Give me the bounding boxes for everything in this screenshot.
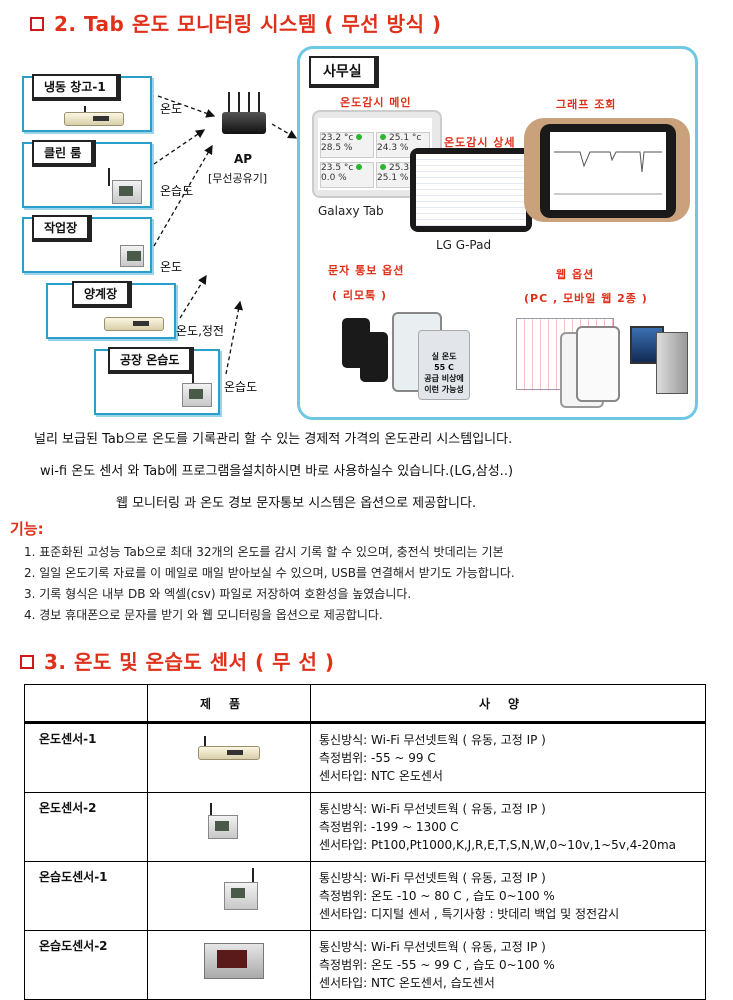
product-image — [204, 943, 264, 979]
sensor-tile-cleanroom: 클린 룸 — [22, 140, 152, 208]
sensor-tile-workshop: 작업장 — [22, 215, 152, 273]
arrow-line — [157, 95, 216, 118]
section-3-title: 3. 온도 및 온습도 센서 ( 무 선 ) — [20, 646, 335, 675]
antenna-icon — [192, 373, 194, 389]
monitor-main-label: 온도감시 메인 — [340, 96, 412, 109]
remote-label: ( 리모톡 ) — [332, 289, 388, 302]
antenna-icon — [252, 868, 254, 886]
lg-gpad-image — [410, 148, 532, 232]
spec-cell: 통신방식: Wi-Fi 무선넷트웍 ( 유동, 고정 IP )측정범위: 온도 … — [310, 930, 706, 1000]
sensor-label: 양계장 — [72, 281, 133, 308]
product-image — [224, 882, 258, 910]
table-row: 온습도센서-2 통신방식: Wi-Fi 무선넷트웍 ( 유동, 고정 IP )측… — [24, 930, 706, 1000]
sensor-device-image — [112, 180, 142, 204]
ap-sub-label: [무선공유기] — [208, 172, 268, 185]
spec-cell: 통신방식: Wi-Fi 무선넷트웍 ( 유동, 고정 IP )측정범위: -55… — [310, 721, 706, 793]
description-line: 널리 보급된 Tab으로 온도를 기록관리 할 수 있는 경제적 가격의 온도관… — [34, 432, 513, 447]
arrow-line — [225, 300, 243, 375]
table-header: 사양 — [310, 684, 706, 723]
sensor-device-image — [120, 245, 144, 267]
web-option-label: 웹 옵션 — [556, 268, 595, 281]
product-name: 온도센서-2 — [24, 792, 148, 862]
arrow-line — [271, 123, 298, 139]
sensor-tile-poultry: 양계장 — [46, 281, 176, 339]
connection-arrows — [153, 95, 298, 375]
sensor-spec-table: 제품 사양 온도센서-1 통신방식: Wi-Fi 무선넷트웍 ( 유동, 고정 … — [24, 684, 706, 1000]
description-line: 웹 모니터링 과 온도 경보 문자통보 시스템은 옵션으로 제공합니다. — [116, 496, 477, 511]
table-header: 제품 — [147, 684, 311, 723]
edge-label: 온도,정전 — [176, 324, 224, 338]
sensor-tile-freezer: 냉동 창고-1 — [22, 74, 152, 132]
pc-tower-icon — [656, 332, 688, 394]
graph-line-icon — [554, 151, 662, 195]
product-image — [208, 815, 238, 839]
sensor-tile-factory: 공장 온습도 — [94, 347, 220, 415]
description-line: wi-fi 온도 센서 와 Tab에 프로그램을설치하시면 바로 사용하실수 있… — [40, 464, 514, 479]
edge-label: 온습도 — [224, 380, 258, 394]
mobile-web-image — [576, 326, 620, 402]
table-row: 온도센서-2 통신방식: Wi-Fi 무선넷트웍 ( 유동, 고정 IP )측정… — [24, 792, 706, 862]
product-image-cell — [147, 721, 311, 793]
spec-cell: 통신방식: Wi-Fi 무선넷트웍 ( 유동, 고정 IP )측정범위: -19… — [310, 792, 706, 862]
arrow-line — [179, 274, 207, 319]
sensor-device-image — [64, 112, 124, 126]
sensor-label: 공장 온습도 — [108, 347, 195, 374]
product-image-cell — [147, 930, 311, 1000]
antenna-icon — [204, 736, 206, 748]
lg-gpad-label: LG G-Pad — [436, 238, 492, 252]
table-header — [24, 684, 148, 723]
feature-item: 4. 경보 휴대폰으로 문자를 받기 와 웹 모니터링을 옵션으로 제공합니다. — [24, 608, 383, 622]
checkbox-icon — [30, 16, 44, 31]
graph-label: 그래프 조회 — [556, 98, 617, 111]
product-name: 온습도센서-2 — [24, 930, 148, 1000]
checkbox-icon — [20, 654, 34, 669]
edge-label: 온도 — [160, 260, 183, 274]
table-row: 온습도센서-1 통신방식: Wi-Fi 무선넷트웍 ( 유동, 고정 IP )측… — [24, 861, 706, 931]
graph-tablet-image — [540, 124, 676, 218]
web-option-sub: (PC , 모바일 웹 2종 ) — [524, 292, 648, 305]
edge-label: 온도 — [160, 102, 183, 116]
spec-cell: 통신방식: Wi-Fi 무선넷트웍 ( 유동, 고정 IP )측정범위: 온도 … — [310, 861, 706, 931]
section-2-title: 2. Tab 온도 모니터링 시스템 ( 무선 방식 ) — [30, 8, 442, 37]
feature-item: 3. 기록 형식은 내부 DB 와 엑셀(csv) 파일로 저장하여 호환성을 … — [24, 587, 412, 601]
sensor-device-image — [182, 383, 212, 407]
product-image-cell — [147, 792, 311, 862]
arrow-line — [153, 129, 206, 165]
monitor-detail-label: 온도감시 상세 — [444, 136, 516, 149]
antenna-icon — [210, 803, 212, 819]
feature-item: 2. 일일 온도기록 자료를 이 메일로 매일 받아보실 수 있으며, USB를… — [24, 566, 515, 580]
table-header-row: 제품 사양 — [24, 684, 706, 723]
product-name: 온습도센서-1 — [24, 861, 148, 931]
edge-label: 온습도 — [160, 184, 194, 198]
sensor-device-image — [104, 317, 164, 331]
router-icon — [222, 92, 266, 138]
antenna-icon — [108, 168, 110, 186]
product-image-cell — [147, 861, 311, 931]
product-name: 온도센서-1 — [24, 721, 148, 793]
table-row: 온도센서-1 통신방식: Wi-Fi 무선넷트웍 ( 유동, 고정 IP )측정… — [24, 721, 706, 793]
office-label: 사무실 — [309, 56, 379, 88]
sensor-label: 냉동 창고-1 — [32, 74, 121, 101]
arrow-line — [153, 144, 213, 247]
product-image — [198, 746, 260, 760]
features-title: 기능: — [10, 520, 44, 538]
sensor-label: 작업장 — [32, 215, 93, 242]
ap-label: AP — [234, 152, 253, 166]
phone-image — [360, 332, 388, 382]
sensor-label: 클린 룸 — [32, 140, 97, 167]
sms-option-label: 문자 통보 옵션 — [328, 264, 405, 277]
phone-message-card: 실 온도 55 C 공급 비상에 이런 가능성 — [418, 330, 470, 400]
galaxy-tab-label: Galaxy Tab — [318, 204, 384, 218]
feature-item: 1. 표준화된 고성능 Tab으로 최대 32개의 온도를 감시 기록 할 수 … — [24, 545, 504, 559]
